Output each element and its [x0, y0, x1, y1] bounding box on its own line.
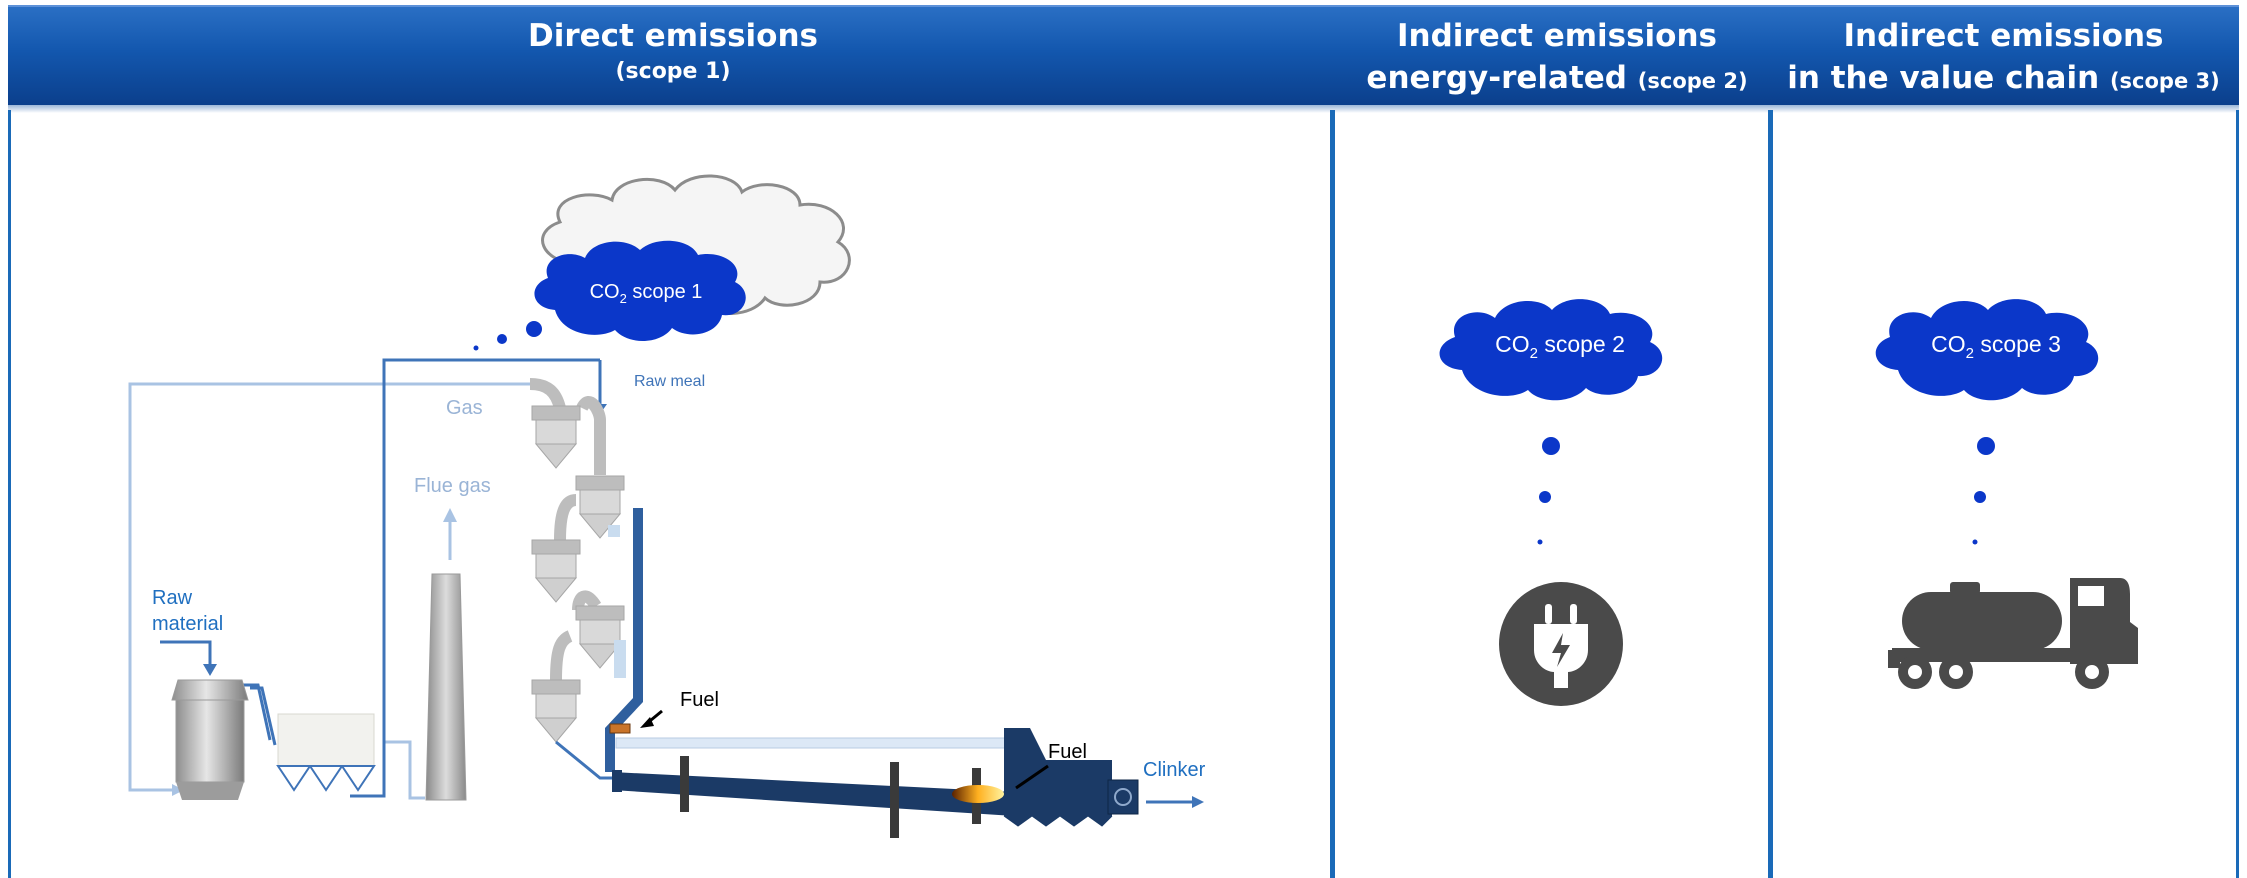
scope3-tag: (scope 3)	[2109, 69, 2220, 93]
scope2-bubble-large	[1542, 437, 1560, 455]
clinker-cooler	[1003, 728, 1139, 827]
bag-filter	[276, 713, 376, 792]
scope2-title-line2: energy-related	[1366, 60, 1627, 96]
cloud2-sub: 2	[1530, 345, 1538, 362]
tertiary-air-duct	[615, 737, 1009, 749]
scope3-header: Indirect emissions in the value chain (s…	[1776, 7, 2231, 107]
scope1-title: Direct emissions	[528, 18, 818, 54]
header-band: Direct emissions (scope 1) Indirect emis…	[8, 5, 2239, 105]
gas-label: Gas	[446, 397, 483, 419]
scope2-title-line1: Indirect emissions	[1396, 18, 1718, 54]
calciner-riser	[555, 508, 643, 780]
electric-plug-icon	[1499, 582, 1623, 706]
bubble-small	[473, 345, 479, 351]
fuel-label-bottom: Fuel	[1048, 741, 1087, 763]
svg-text:CO2 scope 1: CO2 scope 1	[590, 281, 703, 306]
raw-material-label-2: material	[152, 613, 223, 635]
cloud2-suffix: scope 2	[1538, 331, 1625, 357]
flue-gas-arrow	[443, 508, 457, 522]
scope3-title-line1: Indirect emissions	[1843, 18, 2164, 54]
return-arrowhead	[172, 784, 184, 796]
raw-material-label-1: Raw	[152, 587, 193, 609]
cloud2-prefix: CO	[1495, 331, 1530, 357]
scope3-bubble-large	[1977, 437, 1995, 455]
svg-text:CO2 scope 2: CO2 scope 2	[1495, 331, 1625, 362]
cloud1-prefix: CO	[590, 281, 620, 303]
raw-meal-label: Raw meal	[634, 373, 705, 390]
raw-material-arrow	[203, 664, 217, 676]
flue-gas-label: Flue gas	[414, 475, 491, 497]
cloud1-suffix: scope 1	[627, 281, 703, 303]
scope3-bubble-small	[1972, 539, 1978, 545]
fuel-arrowhead-top	[640, 717, 654, 728]
scope1-header: Direct emissions (scope 1)	[8, 7, 1338, 107]
scope3-bubble-medium	[1974, 491, 1986, 503]
raw-material-silo	[171, 679, 249, 800]
scope2-bubble-small	[1537, 539, 1543, 545]
cloud-scope3: CO2 scope 3	[1875, 299, 2099, 401]
cloud1-sub: 2	[620, 291, 627, 306]
svg-text:CO2 scope 3: CO2 scope 3	[1931, 331, 2061, 362]
clinker-arrow	[1192, 796, 1204, 808]
scope2-bubble-medium	[1539, 491, 1551, 503]
raw-meal-line	[160, 358, 602, 798]
cloud-scope1: CO2 scope 1	[534, 240, 746, 342]
burner-top	[609, 723, 631, 734]
cloud3-sub: 2	[1966, 345, 1974, 362]
cloud3-prefix: CO	[1931, 331, 1966, 357]
preheater-tower	[529, 378, 625, 743]
scope2-header: Indirect emissions energy-related (scope…	[1338, 7, 1776, 107]
header-shadow	[8, 105, 2239, 113]
fuel-label-top: Fuel	[680, 689, 719, 711]
tanker-truck-icon	[1888, 578, 2138, 689]
divider-scope2-scope3	[1768, 110, 1773, 878]
clinker-label: Clinker	[1143, 759, 1206, 781]
divider-scope1-scope2	[1330, 110, 1335, 878]
fuel-pointer-bottom	[1015, 764, 1049, 790]
cloud-scope2: CO2 scope 2	[1439, 299, 1663, 401]
panel-border-left	[8, 110, 11, 878]
gas-return-line	[128, 382, 530, 800]
rotary-kiln	[612, 756, 1014, 838]
scope3-title-line2: in the value chain	[1787, 60, 2100, 96]
cloud3-suffix: scope 3	[1974, 331, 2061, 357]
bubble-large	[526, 321, 542, 337]
bubble-medium	[497, 334, 507, 344]
chimney-stack	[425, 573, 467, 801]
scope1-subtitle: (scope 1)	[615, 59, 731, 84]
panel-border-right	[2236, 110, 2239, 878]
scope2-tag: (scope 2)	[1637, 69, 1748, 93]
